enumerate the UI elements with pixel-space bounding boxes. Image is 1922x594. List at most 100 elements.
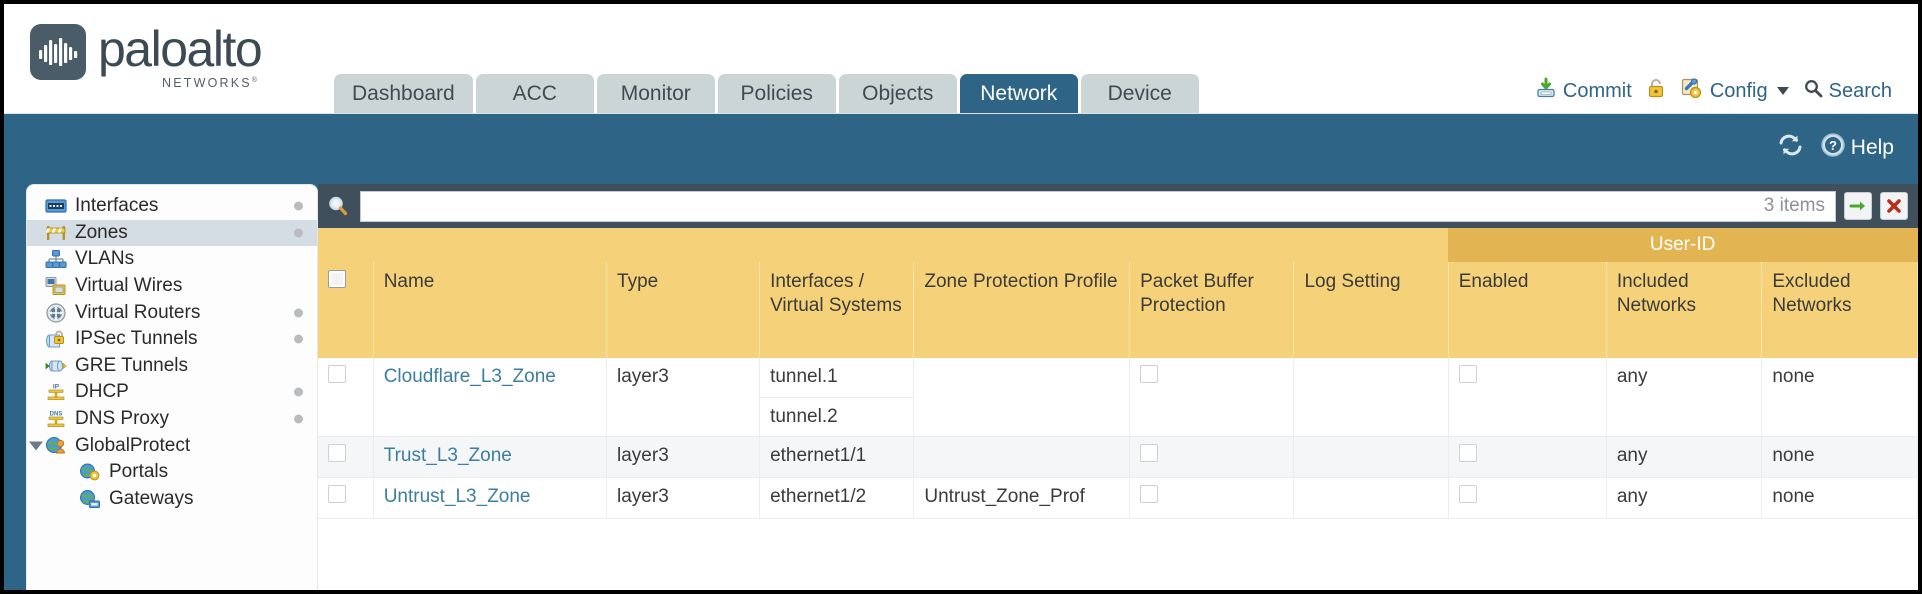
main-nav-tabs: Dashboard ACC Monitor Policies Objects N… bbox=[334, 74, 1199, 113]
tab-dashboard[interactable]: Dashboard bbox=[334, 74, 473, 113]
cell-included-networks: any bbox=[1606, 477, 1763, 519]
interface-entry: ethernet1/1 bbox=[770, 445, 867, 467]
userid-enabled-checkbox[interactable] bbox=[1458, 444, 1477, 463]
sidebar-item-globalprotect[interactable]: GlobalProtect bbox=[27, 432, 317, 459]
col-header-name[interactable]: Name bbox=[373, 262, 608, 358]
row-checkbox[interactable] bbox=[328, 485, 346, 504]
zone-name-link[interactable]: Cloudflare_L3_Zone bbox=[383, 366, 556, 387]
portals-icon bbox=[79, 462, 101, 482]
svg-text:DNS: DNS bbox=[50, 412, 63, 418]
zone-name-link[interactable]: Trust_L3_Zone bbox=[383, 445, 512, 467]
search-field-wrapper[interactable]: 3 items bbox=[360, 190, 1836, 222]
cell-excluded-networks: none bbox=[1761, 436, 1918, 479]
sidebar-item-vlans[interactable]: VLANs bbox=[27, 246, 317, 273]
sidebar-item-portals[interactable]: Portals bbox=[27, 459, 317, 486]
commit-label: Commit bbox=[1562, 79, 1632, 102]
gateways-icon bbox=[79, 489, 101, 509]
tab-device[interactable]: Device bbox=[1080, 74, 1199, 113]
col-header-excluded-networks[interactable]: Excluded Networks bbox=[1761, 262, 1918, 358]
body: Interfaces Zones bbox=[4, 184, 1918, 590]
ipsec-tunnels-icon bbox=[45, 329, 67, 349]
select-all-header bbox=[318, 262, 374, 358]
cell-included-networks: any bbox=[1606, 358, 1763, 438]
sidebar-item-label: Gateways bbox=[109, 487, 194, 509]
virtual-wires-icon bbox=[45, 276, 67, 296]
search-button[interactable]: Search bbox=[1803, 78, 1892, 104]
col-header-type[interactable]: Type bbox=[606, 262, 761, 358]
zones-table: User-ID Name Type Interfaces / Virtual S… bbox=[318, 228, 1918, 519]
tab-monitor[interactable]: Monitor bbox=[596, 74, 715, 113]
apply-filter-button[interactable] bbox=[1844, 192, 1872, 220]
sidebar-item-gateways[interactable]: Gateways bbox=[27, 486, 317, 513]
table-head: User-ID Name Type Interfaces / Virtual S… bbox=[318, 228, 1918, 358]
packet-buffer-protection-checkbox[interactable] bbox=[1140, 365, 1159, 383]
row-checkbox[interactable] bbox=[328, 365, 346, 383]
table-row[interactable]: Untrust_L3_Zone layer3 ethernet1/2 Untru… bbox=[318, 477, 1918, 519]
dns-proxy-icon: DNS bbox=[45, 409, 67, 429]
tab-network[interactable]: Network bbox=[959, 74, 1078, 113]
col-header-log-setting[interactable]: Log Setting bbox=[1293, 262, 1449, 358]
sidebar-item-virtual-wires[interactable]: Virtual Wires bbox=[27, 273, 317, 300]
cell-log-setting bbox=[1293, 477, 1449, 519]
sidebar-item-label: GlobalProtect bbox=[75, 434, 191, 456]
lock-button[interactable] bbox=[1646, 77, 1666, 105]
commit-button[interactable]: Commit bbox=[1535, 77, 1632, 105]
cell-userid-enabled bbox=[1448, 477, 1607, 519]
brand-logo: paloalto NETWORKS® bbox=[30, 21, 263, 90]
row-select-cell bbox=[318, 358, 374, 438]
userid-enabled-checkbox[interactable] bbox=[1458, 485, 1477, 504]
cell-interfaces: tunnel.1 tunnel.2 bbox=[759, 358, 915, 438]
sidebar-item-gre-tunnels[interactable]: GRE Tunnels bbox=[27, 353, 317, 380]
packet-buffer-protection-checkbox[interactable] bbox=[1140, 444, 1159, 463]
brand-wordmark: paloalto bbox=[98, 21, 263, 77]
status-dot bbox=[294, 228, 303, 238]
col-header-zone-protection-profile[interactable]: Zone Protection Profile bbox=[913, 262, 1131, 358]
config-menu[interactable]: Config bbox=[1680, 77, 1789, 105]
svg-text:IP: IP bbox=[53, 384, 60, 391]
sidebar-item-label: Virtual Routers bbox=[75, 301, 201, 323]
cell-type: layer3 bbox=[606, 358, 761, 438]
col-header-packet-buffer-protection[interactable]: Packet Buffer Protection bbox=[1129, 262, 1295, 358]
table-row[interactable]: Cloudflare_L3_Zone layer3 tunnel.1 tunne… bbox=[318, 358, 1918, 438]
status-dot bbox=[294, 201, 303, 211]
refresh-icon[interactable] bbox=[1777, 133, 1804, 163]
config-wrench-icon bbox=[1680, 77, 1704, 105]
row-checkbox[interactable] bbox=[328, 444, 346, 463]
interface-entry: tunnel.2 bbox=[770, 405, 838, 427]
tree-expand-triangle-icon[interactable] bbox=[29, 441, 43, 451]
config-label: Config bbox=[1709, 79, 1768, 102]
col-header-interfaces[interactable]: Interfaces / Virtual Systems bbox=[759, 262, 915, 358]
search-input[interactable] bbox=[361, 191, 1764, 221]
cell-userid-enabled bbox=[1448, 436, 1607, 479]
clear-filter-button[interactable] bbox=[1880, 192, 1908, 220]
zones-barrier-icon bbox=[45, 223, 67, 243]
sidebar-item-virtual-routers[interactable]: Virtual Routers bbox=[27, 299, 317, 326]
cell-packet-buffer-protection bbox=[1129, 436, 1295, 479]
cell-zone-protection-profile bbox=[913, 358, 1131, 438]
sidebar-item-label: DHCP bbox=[75, 381, 129, 403]
group-header-spacer bbox=[318, 228, 1449, 262]
status-dot bbox=[294, 414, 303, 424]
select-all-checkbox[interactable] bbox=[328, 270, 346, 288]
packet-buffer-protection-checkbox[interactable] bbox=[1140, 485, 1159, 504]
cell-log-setting bbox=[1293, 358, 1449, 438]
sidebar-item-interfaces[interactable]: Interfaces bbox=[27, 193, 317, 220]
tab-acc[interactable]: ACC bbox=[475, 74, 594, 113]
virtual-routers-icon bbox=[45, 303, 67, 323]
col-header-included-networks[interactable]: Included Networks bbox=[1606, 262, 1763, 358]
cell-name: Untrust_L3_Zone bbox=[373, 477, 608, 519]
zones-table-wrapper: User-ID Name Type Interfaces / Virtual S… bbox=[318, 228, 1918, 590]
cell-packet-buffer-protection bbox=[1129, 358, 1295, 438]
search-filter-icon[interactable] bbox=[324, 194, 352, 218]
tab-policies[interactable]: Policies bbox=[717, 74, 836, 113]
userid-enabled-checkbox[interactable] bbox=[1458, 365, 1477, 383]
table-row[interactable]: Trust_L3_Zone layer3 ethernet1/1 any non… bbox=[318, 436, 1918, 479]
sidebar-item-zones[interactable]: Zones bbox=[27, 219, 317, 247]
tab-objects[interactable]: Objects bbox=[838, 74, 957, 113]
col-header-userid-enabled[interactable]: Enabled bbox=[1448, 262, 1607, 358]
help-button[interactable]: ? Help bbox=[1820, 132, 1894, 164]
sidebar-item-dns-proxy[interactable]: DNS DNS Proxy bbox=[27, 406, 317, 433]
sidebar-item-ipsec-tunnels[interactable]: IPSec Tunnels bbox=[27, 326, 317, 353]
sidebar-item-dhcp[interactable]: IP DHCP bbox=[27, 379, 317, 406]
zone-name-link[interactable]: Untrust_L3_Zone bbox=[383, 486, 531, 508]
